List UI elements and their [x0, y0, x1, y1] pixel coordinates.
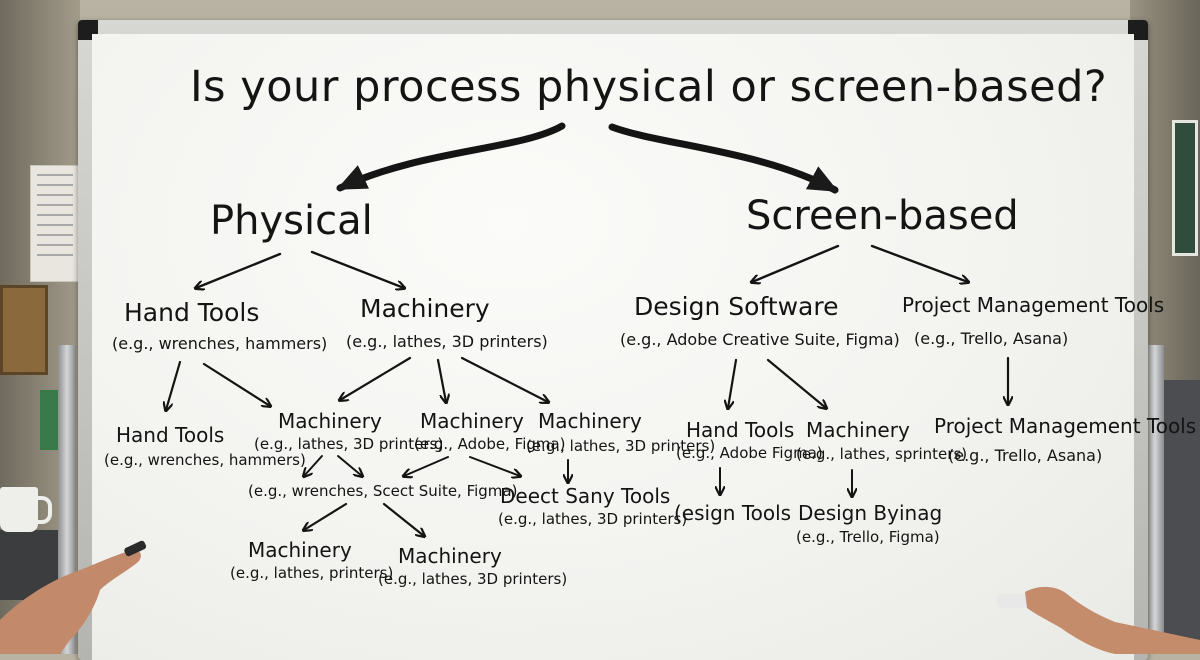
machinery-label: Machinery: [360, 294, 490, 323]
pm-tools-example: (e.g., Trello, Asana): [914, 329, 1069, 348]
bottom-machinery-2-example: (e.g., lathes, 3D printers): [378, 570, 568, 588]
l3-machinery-2-label: Machinery: [420, 409, 524, 433]
arrow-mach-3: [460, 356, 548, 402]
l3-hand-tools-label: Hand Tools: [116, 423, 225, 447]
board-title: Is your process physical or screen-based…: [190, 62, 1108, 112]
left-hand-with-marker: [0, 540, 147, 654]
design-byinag-example: (e.g., Trello, Figma): [796, 528, 940, 546]
arrow-l3-a: [304, 455, 323, 476]
screen-hand-tools-example: (e.g., Adobe Figma): [676, 444, 823, 462]
hand-tools-label: Hand Tools: [124, 298, 260, 327]
arrow-mach-1: [340, 356, 412, 400]
mug-handle: [34, 496, 52, 524]
wall-paper-note: [30, 165, 80, 282]
screen-hand-tools-label: Hand Tools: [686, 418, 795, 442]
bottom-machinery-2-label: Machinery: [398, 544, 502, 568]
hand-tools-example: (e.g., wrenches, hammers): [112, 334, 328, 353]
green-binder: [40, 390, 60, 450]
arrow-l4-b: [382, 502, 424, 536]
screen-based-heading: Screen-based: [746, 193, 1019, 239]
design-software-label: Design Software: [634, 292, 839, 321]
arrow-to-physical: [336, 122, 566, 192]
l3-machinery-2-example: (e.g., Adobe, Figma): [414, 435, 566, 453]
l3-machinery-1-example: (e.g., lathes, 3D printers): [254, 435, 444, 453]
arrow-design-mach: [766, 358, 826, 408]
pm-tools-2-example: (e.g., Trello, Asana): [948, 446, 1103, 465]
whiteboard-surface: [92, 34, 1134, 660]
l3-machinery-3-example: (e.g., lathes, 3D printers): [526, 437, 716, 455]
arrow-screen-pm: [870, 244, 968, 282]
l3-hand-tools-example: (e.g., wrenches, hammers): [104, 451, 306, 469]
stand-leg-right: [1146, 345, 1164, 654]
l3-machinery-1-label: Machinery: [278, 409, 382, 433]
design-byinag-label: Design Byinag: [798, 501, 943, 525]
screen-machinery-label: Machinery: [806, 418, 910, 442]
arrow-design-hand: [728, 358, 738, 408]
arrow-hand-down: [166, 360, 182, 410]
physical-heading: Physical: [210, 198, 373, 244]
l3-machinery-3-label: Machinery: [538, 409, 642, 433]
coffee-mug: [0, 487, 38, 532]
arrow-to-screen: [608, 123, 839, 194]
arrow-l3-d: [469, 456, 520, 476]
machinery-example: (e.g., lathes, 3D printers): [346, 332, 548, 351]
arrow-l3-b: [337, 455, 362, 476]
arrow-mach-2: [436, 358, 446, 402]
right-hand-with-eraser: [997, 586, 1200, 654]
arrow-physical-machinery: [310, 250, 404, 288]
deect-tools-example: (e.g., lathes, 3D printers): [498, 510, 688, 528]
esign-tools-label: (esign Tools: [674, 501, 792, 525]
bottom-machinery-1-example: (e.g., lathes, printers): [230, 564, 394, 582]
right-green-board: [1172, 120, 1198, 256]
pm-tools-label: Project Management Tools: [902, 293, 1165, 317]
mid-example: (e.g., wrenches, Scect Suite, Figma): [248, 482, 518, 500]
arrow-l3-c: [404, 456, 449, 476]
arrow-l4-a: [304, 502, 348, 530]
design-software-example: (e.g., Adobe Creative Suite, Figma): [620, 330, 900, 349]
corkboard: [0, 285, 48, 375]
arrow-screen-design: [752, 244, 840, 282]
pm-tools-2-label: Project Management Tools: [934, 414, 1197, 438]
arrow-physical-hand: [196, 252, 282, 288]
bottom-machinery-1-label: Machinery: [248, 538, 352, 562]
arrow-hand-machinery: [202, 362, 270, 406]
deect-tools-label: Deect Sany Tools: [500, 484, 671, 508]
screen-machinery-example: (e.g., lathes, sprinters): [796, 445, 968, 463]
